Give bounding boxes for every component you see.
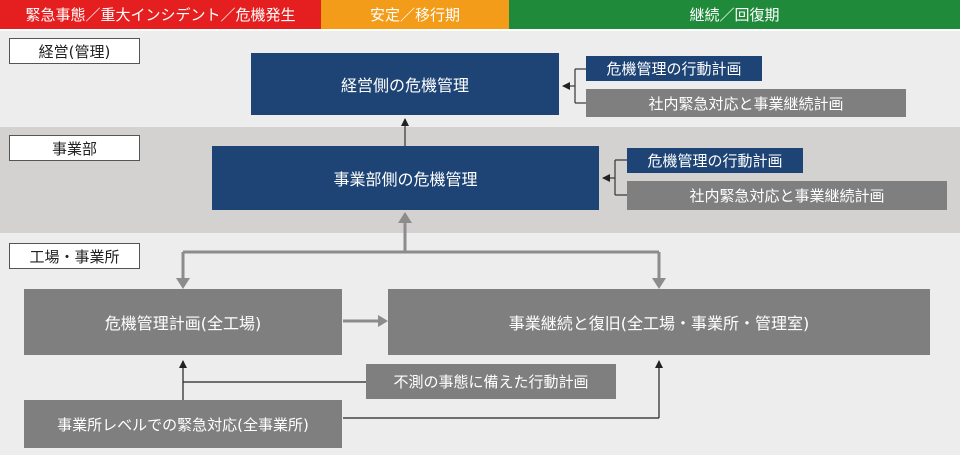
local-emergency-response-box: 事業所レベルでの緊急対応(全事業所)	[24, 400, 342, 448]
lane-label-factory: 工場・事業所	[9, 243, 140, 269]
management-bcp-box: 社内緊急対応と事業継続計画	[586, 89, 906, 117]
phase-recovery: 継続／回復期	[509, 0, 960, 29]
phase-emergency: 緊急事態／重大インシデント／危機発生	[0, 0, 321, 29]
contingency-plan-box: 不測の事態に備えた行動計画	[366, 364, 616, 399]
division-bcp-box: 社内緊急対応と事業継続計画	[627, 181, 947, 210]
management-action-plan-box: 危機管理の行動計画	[586, 56, 762, 81]
lane-label-management: 経営(管理)	[9, 38, 140, 64]
phase-transition: 安定／移行期	[321, 0, 509, 29]
factory-continuity-box: 事業継続と復旧(全工場・事業所・管理室)	[388, 289, 930, 355]
division-action-plan-box: 危機管理の行動計画	[627, 148, 803, 173]
factory-crisis-plan-box: 危機管理計画(全工場)	[24, 289, 342, 355]
management-crisis-box: 経営側の危機管理	[251, 53, 559, 115]
division-crisis-box: 事業部側の危機管理	[212, 146, 599, 210]
lane-label-division: 事業部	[9, 135, 140, 161]
